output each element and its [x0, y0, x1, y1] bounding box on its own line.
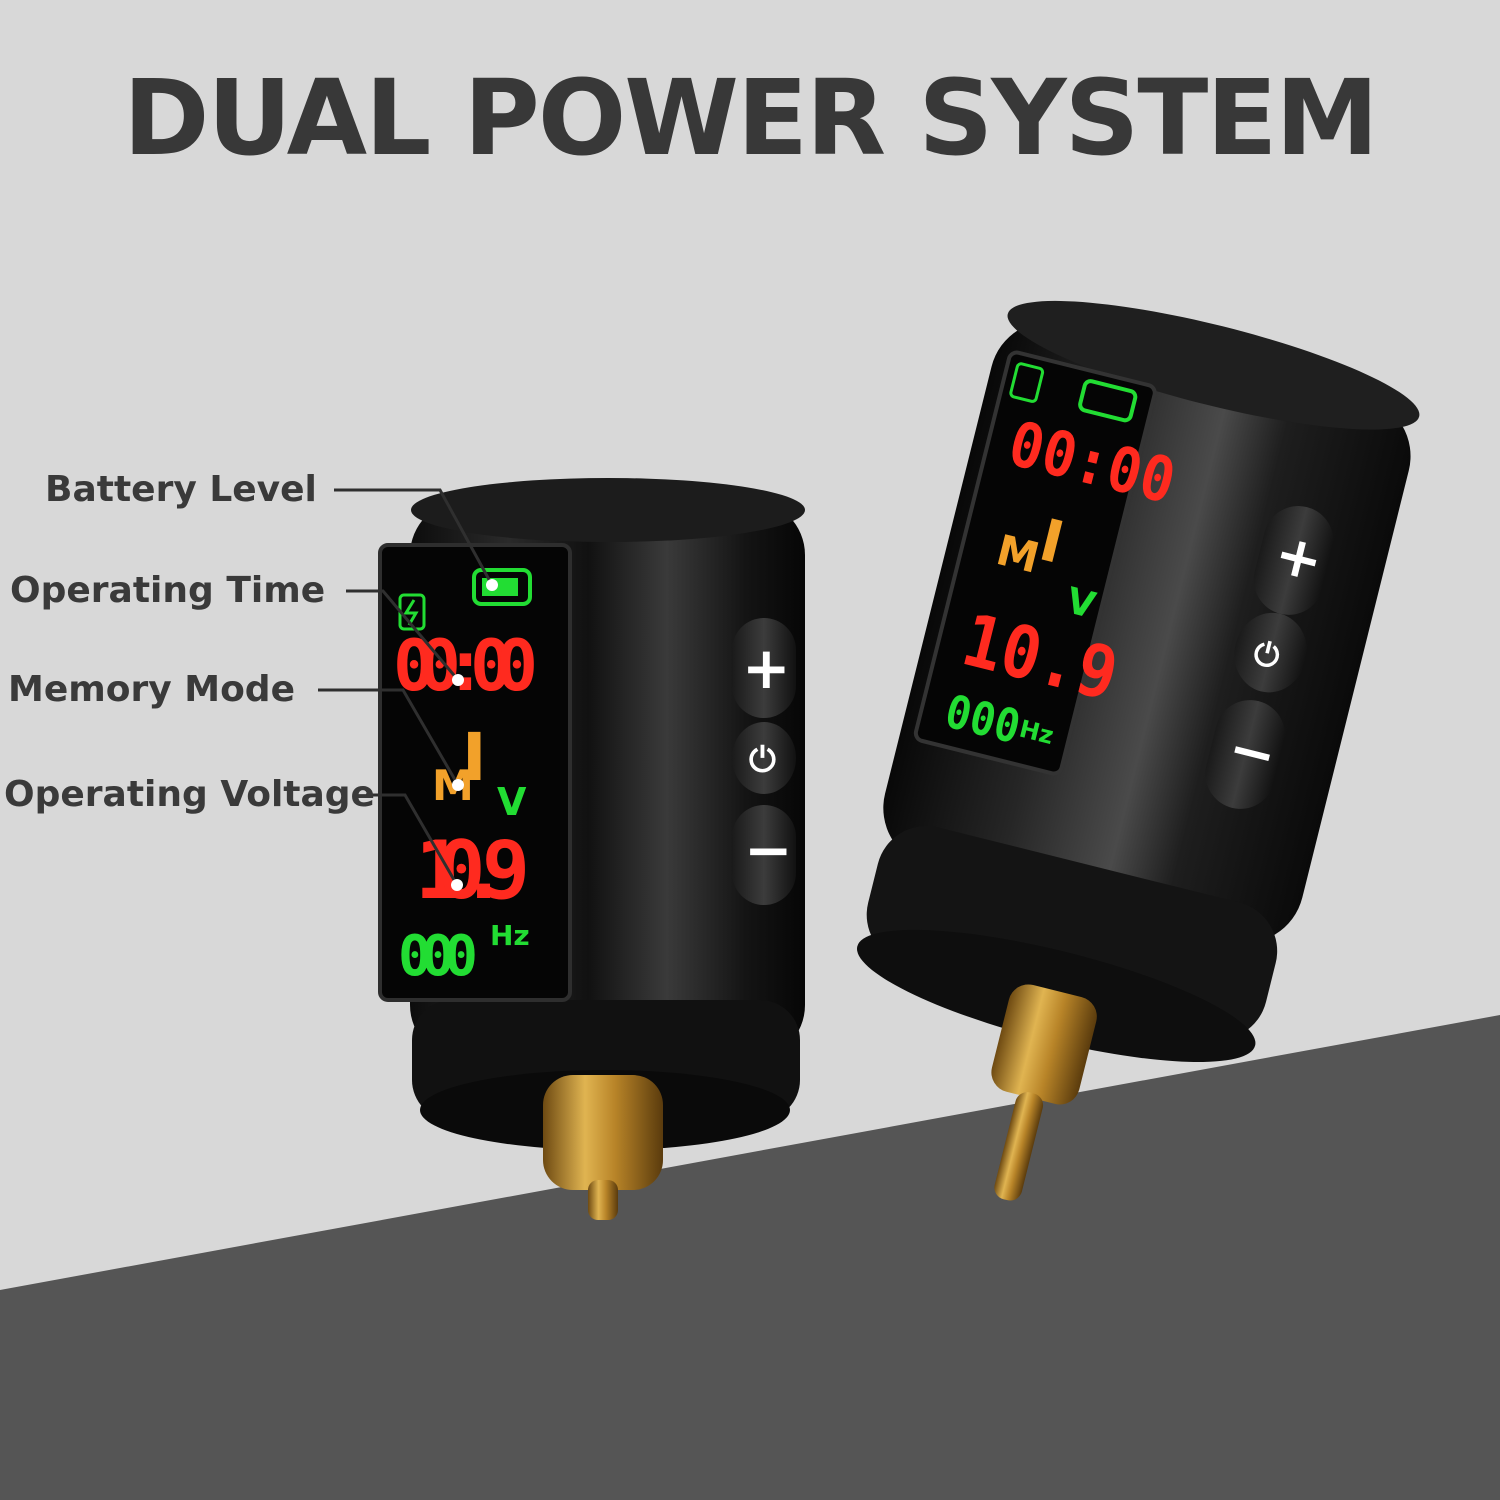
callout-operating-voltage: Operating Voltage [4, 774, 375, 815]
device-front-voltage: 10.9 [415, 824, 530, 917]
device-front-power-button: ⏻ [749, 740, 776, 780]
device-back-charge-icon [1009, 362, 1045, 403]
dot-memory-mode [452, 779, 464, 791]
background-dark-floor [0, 1015, 1500, 1500]
device-front-rca-connector [543, 1075, 663, 1220]
leader-memory-mode [318, 688, 460, 786]
device-back-rca-connector [991, 984, 1097, 1201]
device-front-top-cap [411, 478, 805, 542]
device-back-top-cap [1007, 300, 1420, 430]
device-back-battery-icon [1078, 379, 1138, 423]
device-front-buttons [732, 618, 796, 905]
callout-battery-level: Battery Level [45, 469, 317, 510]
device-front-frequency: 000 [398, 924, 478, 989]
leader-operating-time [346, 589, 460, 681]
device-front-plus-button: + [742, 634, 791, 702]
device-back-display [913, 350, 1157, 776]
device-front-mode-level: I [462, 719, 487, 796]
leader-battery-level [334, 488, 494, 586]
device-front-charge-bolt [403, 599, 419, 626]
callout-leaders [318, 488, 494, 886]
device-front-display [378, 543, 572, 1002]
dot-operating-time [452, 674, 464, 686]
page-title: DUAL POWER SYSTEM [123, 57, 1379, 179]
device-back [857, 300, 1420, 1201]
device-front-frequency-unit: Hz [490, 919, 530, 952]
dot-operating-voltage [451, 879, 463, 891]
device-back-buttons [1205, 506, 1334, 809]
device-front-battery-icon [472, 568, 532, 606]
device-front-minus-button: − [744, 816, 793, 884]
device-front-time: 00:00 [393, 625, 538, 707]
device-front [378, 478, 805, 1220]
device-back-base [866, 825, 1278, 1040]
callout-operating-time: Operating Time [10, 570, 326, 611]
callout-memory-mode: Memory Mode [8, 669, 295, 710]
dot-battery-level [486, 579, 498, 591]
callout-dots [451, 579, 498, 891]
device-front-voltage-unit: V [497, 780, 527, 824]
leader-operating-voltage [366, 793, 459, 886]
